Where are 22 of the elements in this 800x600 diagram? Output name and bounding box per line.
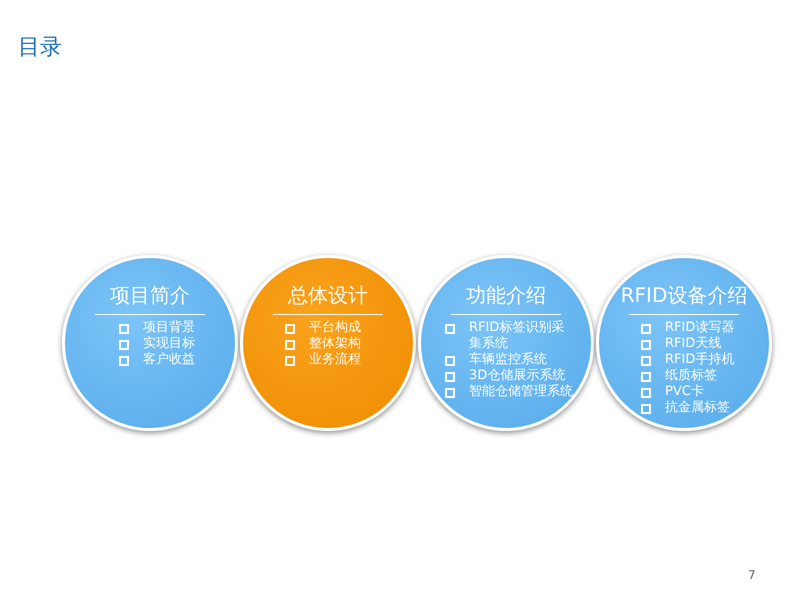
list-item: 智能仓储管理系统: [469, 384, 573, 400]
list-item: 抗金属标签: [665, 400, 730, 416]
list-item: 客户收益: [143, 352, 195, 368]
list-item: RFID标签识别采集系统: [469, 320, 566, 352]
list-item: RFID天线: [665, 336, 722, 352]
list-item: 平台构成: [309, 320, 361, 336]
list-item: PVC卡: [665, 384, 704, 400]
circle-heading: 总体设计: [287, 282, 369, 309]
circle-heading: 项目简介: [109, 282, 191, 309]
list-item: 实现目标: [143, 336, 195, 352]
list-item: RFID手持机: [665, 352, 734, 368]
list-item: 业务流程: [309, 352, 361, 368]
list-item: 整体架构: [309, 336, 361, 352]
list-item: 车辆监控系统: [469, 352, 547, 368]
page-number: 7: [748, 568, 756, 582]
slide-title: 目录: [18, 34, 62, 62]
list-item: 项目背景: [143, 320, 195, 336]
circle-heading: 功能介绍: [465, 282, 547, 309]
circle-heading: RFID设备介绍: [620, 282, 748, 309]
list-item: 3D仓储展示系统: [469, 368, 566, 384]
list-item: 纸质标签: [665, 368, 717, 384]
list-item: RFID读写器: [665, 320, 734, 336]
